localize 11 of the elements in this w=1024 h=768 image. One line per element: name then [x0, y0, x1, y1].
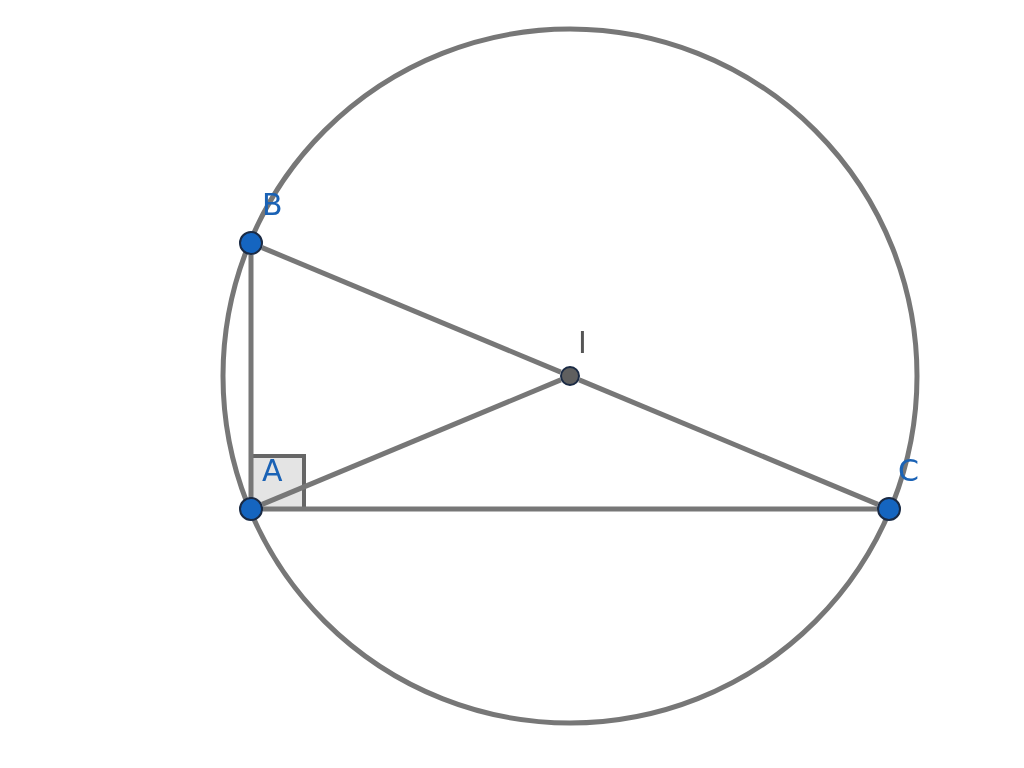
point-dot — [239, 497, 263, 521]
line-segment — [261, 245, 562, 375]
point-dot — [877, 497, 901, 521]
point-dot — [560, 366, 580, 386]
line-segment — [263, 506, 877, 512]
line-segment — [248, 255, 254, 497]
line-segment — [261, 377, 562, 507]
point-label: I — [578, 326, 587, 360]
point-label: A — [262, 454, 283, 488]
point-dot — [239, 231, 263, 255]
line-segment — [578, 377, 879, 507]
